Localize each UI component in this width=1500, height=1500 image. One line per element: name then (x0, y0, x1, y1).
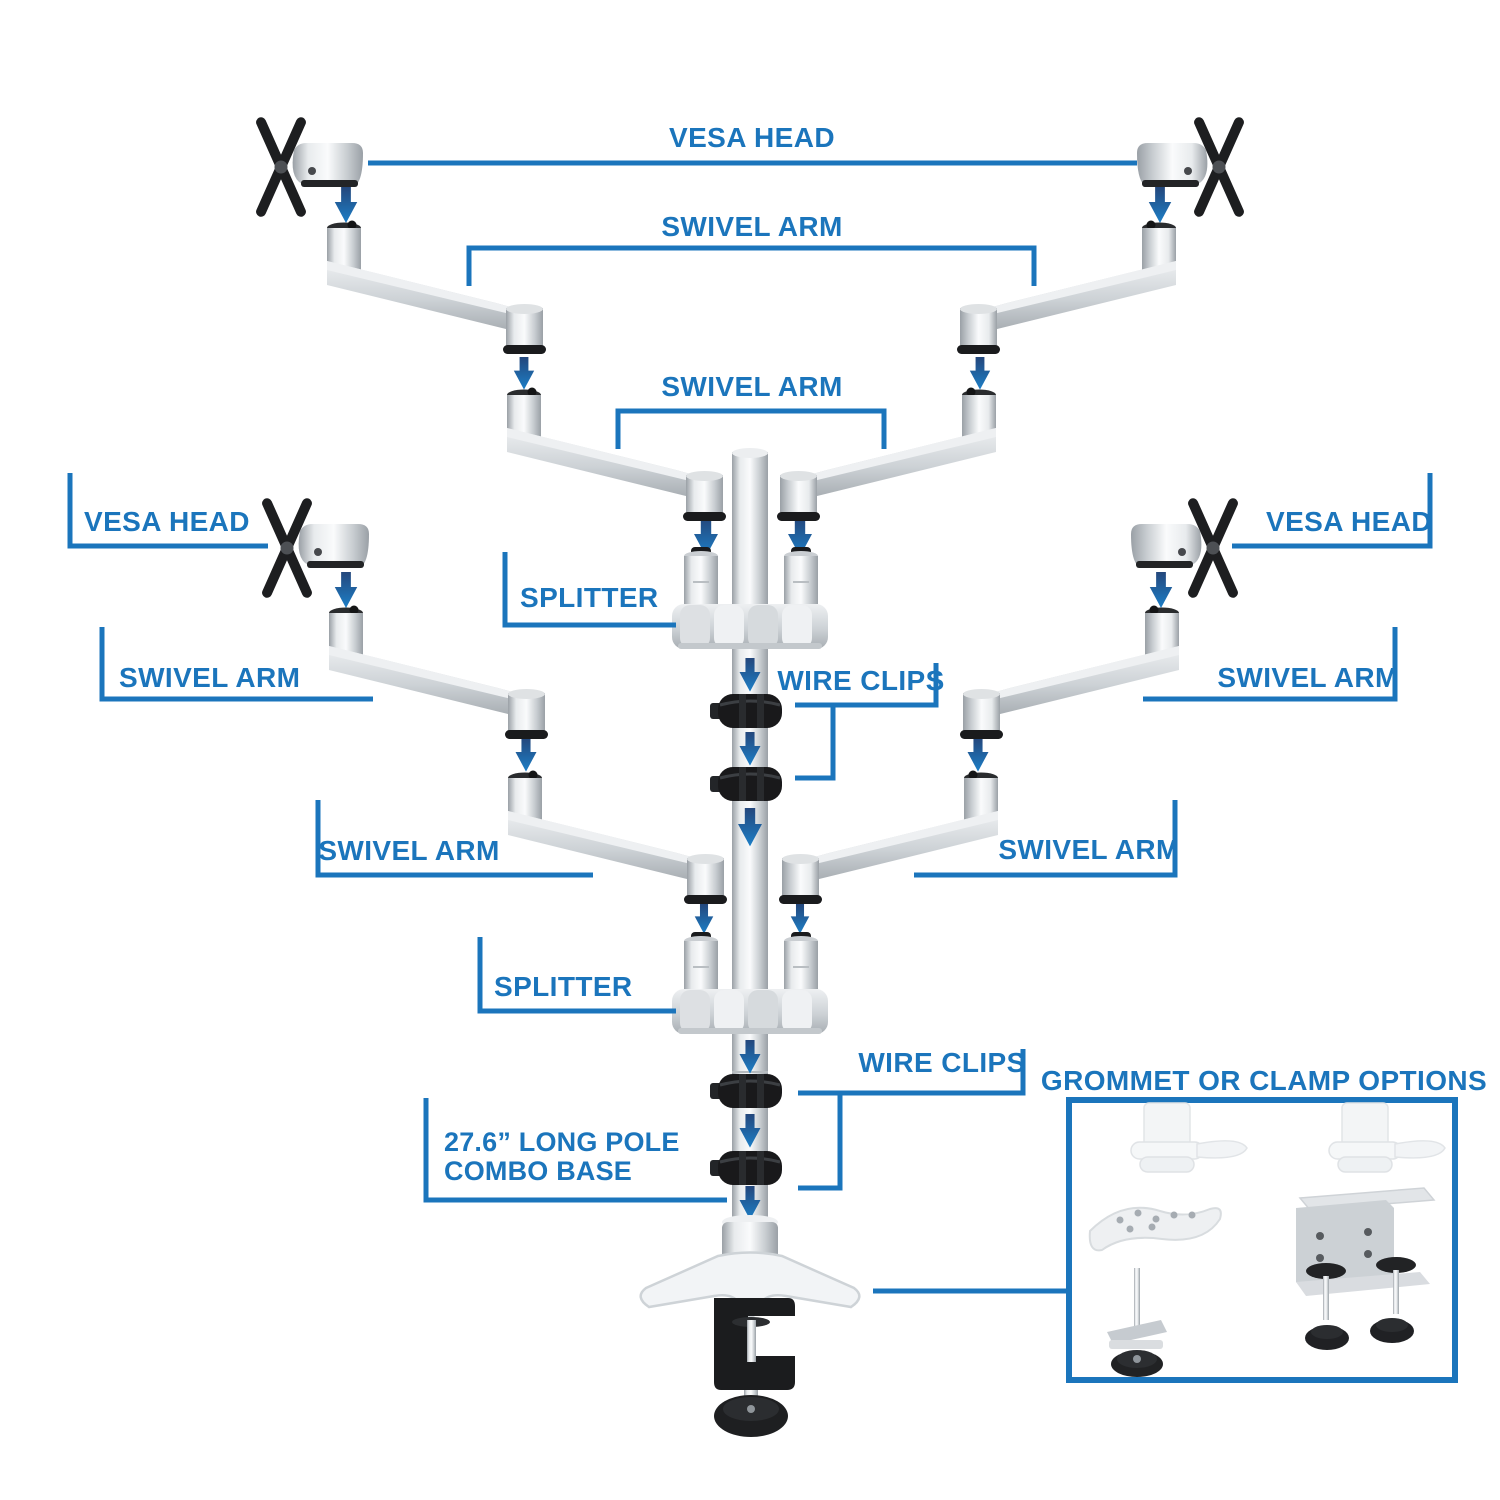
clamp-screw (1370, 1257, 1416, 1343)
wire-clips-lower-label: WIRE CLIPS (858, 1047, 1026, 1078)
down-arrow-icon (790, 904, 810, 934)
clamp-screw (1305, 1263, 1349, 1350)
clamp-option-art (1296, 1187, 1436, 1350)
pole-base-label-line1: 27.6” LONG POLE (444, 1127, 680, 1157)
down-arrow-icon (1149, 572, 1173, 608)
combo-base-part (639, 1215, 861, 1437)
pole-base-bracket (423, 1098, 727, 1203)
grommet-option-art (1130, 1102, 1248, 1173)
annotation-lines (67, 160, 1433, 1294)
options-box-border (1066, 1097, 1458, 1383)
swivel-arm-upper-bracket (466, 245, 1037, 286)
swivel-arm-mid-left-bracket (99, 627, 373, 702)
swivel-arm-lower-right-label: SWIVEL ARM (998, 834, 1180, 865)
vesa-head-left-bracket (67, 473, 268, 549)
swivel-arm-part (960, 605, 1179, 739)
vesa-head-right-label: VESA HEAD (1266, 506, 1432, 537)
swivel-arm-part (957, 220, 1176, 354)
swivel-arm-mid-right-bracket (1143, 627, 1398, 702)
vesa-head-part (260, 496, 369, 600)
swivel-arm-part (507, 387, 726, 521)
vesa-head-part (1131, 496, 1240, 600)
splitter-upper-label: SPLITTER (520, 582, 659, 613)
swivel-arm-part (779, 770, 998, 904)
wire-clips-lower-bracket-a (798, 1049, 1026, 1096)
down-arrow-icon (334, 187, 358, 223)
down-arrow-icon (969, 357, 991, 390)
grommet-screw-art (1107, 1268, 1167, 1377)
splitter-upper-bracket (502, 552, 676, 628)
down-arrow-icon (334, 572, 358, 608)
swivel-arm-inner-label: SWIVEL ARM (661, 371, 843, 402)
vesa-head-top-label: VESA HEAD (669, 122, 835, 153)
swivel-arm-lower-left-label: SWIVEL ARM (318, 835, 500, 866)
down-arrow-icon (694, 904, 714, 934)
swivel-arm-inner-bracket (615, 408, 887, 449)
options-title-label: GROMMET OR CLAMP OPTIONS (1040, 1065, 1488, 1096)
grommet-option-art (1328, 1102, 1446, 1173)
wire-clips-upper-bracket-b (795, 705, 836, 781)
swivel-arm-mid-left-label: SWIVEL ARM (119, 662, 301, 693)
vesa-head-left-label: VESA HEAD (84, 506, 250, 537)
options-box (1066, 1097, 1458, 1383)
swivel-arm-lower-right-bracket (914, 800, 1178, 878)
wire-clip-part (708, 765, 784, 803)
vesa-head-right-bracket (1232, 473, 1433, 549)
swivel-arm-lower-left-bracket (315, 800, 593, 878)
wire-clip-part (708, 1072, 784, 1110)
swivel-arm-part (508, 770, 727, 904)
splitter-lower-bracket (477, 937, 676, 1014)
down-arrow-icon (1148, 187, 1172, 223)
swivel-arm-upper-label: SWIVEL ARM (661, 211, 843, 242)
wire-clips-upper-label: WIRE CLIPS (777, 665, 945, 696)
down-arrow-icon (515, 738, 537, 772)
pole-base-label: 27.6” LONG POLE COMBO BASE (444, 1128, 680, 1185)
plate-option-art (1088, 1206, 1222, 1252)
swivel-arm-mid-right-label: SWIVEL ARM (1217, 662, 1399, 693)
wire-clip-part (708, 692, 784, 730)
wire-clips-upper-bracket-a (795, 663, 939, 708)
pole-base-label-line2: COMBO BASE (444, 1155, 633, 1186)
wire-clip-part (708, 1149, 784, 1187)
swivel-arm-part (327, 220, 546, 354)
down-arrow-icon (967, 738, 989, 772)
swivel-arm-part (777, 387, 996, 521)
down-arrow-icon (513, 357, 535, 390)
wire-clips-lower-bracket-b (798, 1093, 843, 1191)
splitter-lower-label: SPLITTER (494, 971, 633, 1002)
